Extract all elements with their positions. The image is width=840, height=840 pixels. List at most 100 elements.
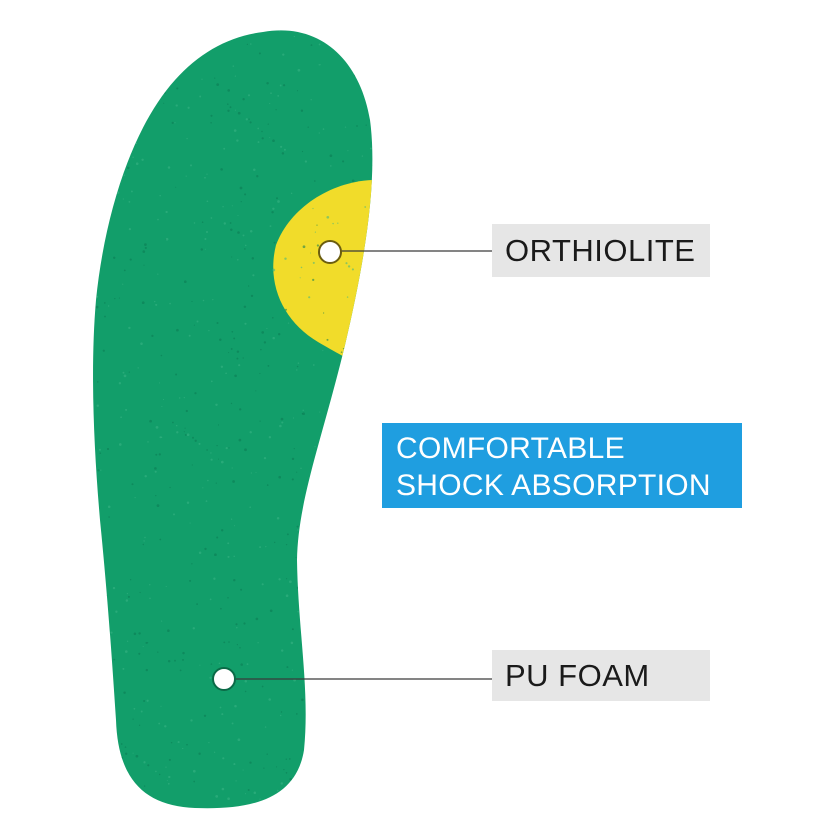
foam-speckle (301, 698, 304, 702)
foam-speckle (190, 38, 192, 41)
foam-speckle (266, 82, 269, 85)
foam-speckle (342, 674, 344, 677)
foam-speckle (330, 566, 334, 569)
foam-speckle (185, 409, 188, 413)
foam-speckle (95, 680, 98, 683)
foam-speckle (93, 647, 94, 649)
foam-speckle (209, 598, 212, 601)
foam-speckle (240, 201, 242, 203)
foam-speckle (250, 472, 253, 474)
foam-speckle (247, 789, 250, 791)
foam-speckle (230, 228, 233, 232)
foam-speckle (154, 470, 157, 473)
foam-speckle (108, 516, 110, 518)
foam-speckle (210, 121, 212, 124)
foam-speckle (357, 63, 360, 66)
foam-speckle (340, 351, 343, 354)
foam-speckle (182, 658, 184, 661)
foam-speckle (286, 578, 288, 580)
foam-speckle (118, 297, 120, 299)
foam-speckle (316, 718, 318, 720)
foam-speckle (349, 428, 352, 431)
foam-speckle (144, 536, 146, 539)
foam-speckle (191, 563, 193, 565)
foam-speckle (147, 441, 149, 443)
foam-speckle (333, 494, 336, 497)
foam-speckle (375, 539, 377, 541)
foam-speckle (218, 662, 221, 665)
insole-body (93, 30, 373, 809)
foam-speckle (210, 114, 213, 117)
foam-speckle (319, 64, 322, 66)
foam-speckle (242, 357, 244, 359)
foam-speckle (113, 658, 116, 661)
foam-speckle (296, 90, 299, 92)
foam-speckle (134, 36, 138, 40)
foam-speckle (280, 711, 283, 713)
foam-speckle (329, 165, 332, 167)
foam-speckle (122, 371, 125, 374)
foam-speckle (374, 389, 375, 390)
foam-speckle (318, 64, 321, 66)
foam-speckle (283, 148, 286, 151)
foam-speckle (363, 648, 366, 651)
foam-speckle (328, 802, 330, 804)
foam-speckle (96, 295, 99, 298)
foam-speckle (221, 713, 224, 716)
foam-speckle (188, 334, 191, 337)
foam-speckle (104, 315, 106, 318)
foam-speckle (100, 56, 104, 60)
foam-speckle (366, 402, 370, 406)
foam-speckle (259, 420, 261, 422)
foam-speckle (219, 338, 222, 341)
foam-speckle (376, 361, 379, 364)
foam-speckle (370, 89, 373, 92)
foam-speckle (367, 430, 369, 432)
foam-speckle (97, 744, 100, 748)
foam-speckle (347, 265, 351, 268)
foam-speckle (173, 513, 175, 516)
foam-speckle (302, 412, 305, 416)
foam-speckle (300, 467, 302, 470)
foam-speckle (270, 807, 273, 809)
foam-speckle (264, 726, 267, 728)
foam-speckle (266, 753, 268, 755)
foam-speckle (179, 669, 182, 672)
foam-speckle (234, 525, 236, 527)
foam-speckle (105, 594, 108, 597)
foam-speckle (279, 145, 283, 148)
foam-speckle (221, 529, 224, 532)
foam-speckle (178, 56, 180, 59)
foam-speckle (89, 273, 91, 275)
foam-speckle (307, 126, 309, 128)
circle-marker-icon (318, 240, 342, 264)
foam-speckle (244, 680, 248, 683)
foam-speckle (205, 230, 209, 234)
foam-speckle (364, 263, 367, 267)
foam-speckle (227, 597, 229, 599)
foam-speckle (182, 747, 184, 750)
foam-speckle (221, 787, 225, 791)
foam-speckle (244, 690, 247, 693)
foam-speckle (165, 586, 167, 588)
foam-speckle (239, 408, 242, 411)
foam-speckle (243, 622, 246, 625)
foam-speckle (252, 274, 255, 277)
foam-speckle (220, 168, 223, 171)
foam-speckle (100, 176, 103, 179)
foam-speckle (276, 516, 280, 520)
foam-speckle (258, 52, 261, 55)
foam-speckle (160, 705, 162, 707)
foam-speckle (120, 416, 122, 419)
foam-speckle (312, 278, 315, 282)
foam-speckle (284, 806, 287, 808)
foam-speckle (215, 482, 217, 484)
foam-speckle (204, 176, 206, 179)
foam-speckle (318, 132, 320, 134)
foam-speckle (244, 248, 246, 250)
foam-speckle (210, 380, 213, 383)
foam-speckle (229, 31, 231, 34)
foam-speckle (234, 109, 236, 111)
foam-speckle (157, 651, 159, 653)
